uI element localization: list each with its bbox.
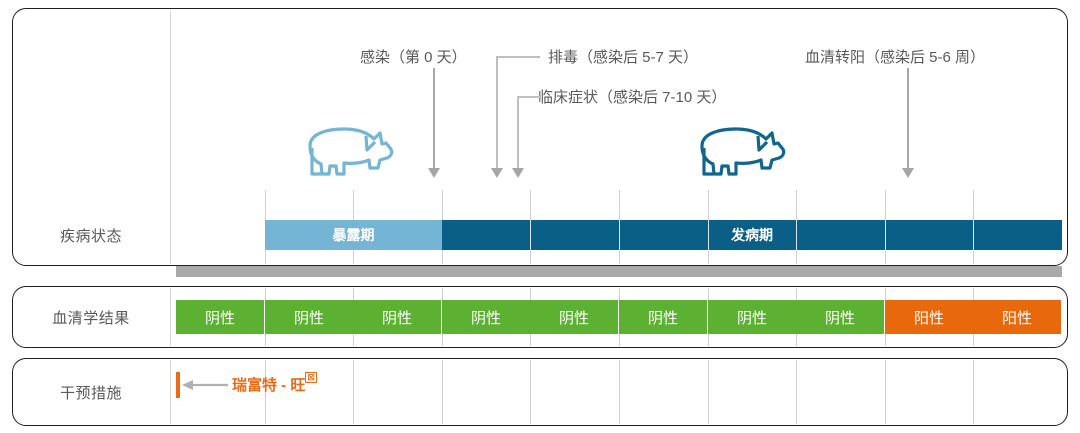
grid-line: [973, 360, 974, 424]
grid-line: [885, 360, 886, 424]
label-divider-intervention: [170, 360, 171, 424]
leader-elbow-clinical-v: [517, 96, 519, 168]
grid-line: [353, 360, 354, 424]
bar-separator: [708, 220, 709, 250]
label-divider-serology: [170, 288, 171, 346]
bar-separator: [619, 220, 620, 250]
intervention-product-label: 瑞富特 - 旺⊠: [232, 372, 317, 395]
bar-separator: [973, 220, 974, 250]
annotation-shedding: 排毒（感染后 5-7 天）: [548, 49, 699, 66]
serology-cell-negative: 阴性: [353, 300, 442, 334]
serology-cell-positive: 阳性: [885, 300, 974, 334]
intervention-arrow-icon: [182, 380, 228, 390]
arrow-head-infection: [428, 168, 440, 178]
grid-line: [708, 360, 709, 424]
grid-line: [796, 360, 797, 424]
annotation-seroconversion: 血清转阳（感染后 5-6 周）: [805, 49, 986, 66]
annotation-clinical-signs: 临床症状（感染后 7-10 天）: [538, 89, 727, 106]
pig-icon: [300, 124, 396, 191]
row-label-intervention: 干预措施: [59, 384, 122, 402]
leader-elbow-shedding-v: [496, 56, 498, 168]
exposure-period: 暴露期: [265, 220, 442, 250]
annotation-infection: 感染（第 0 天）: [360, 49, 467, 66]
serology-cell-positive: 阳性: [973, 300, 1062, 334]
bar-separator: [796, 220, 797, 250]
leader-elbow-shedding-h: [496, 56, 540, 58]
row-label-disease-state: 疾病状态: [59, 227, 122, 245]
serology-cell-negative: 阴性: [265, 300, 354, 334]
serology-cell-negative: 阴性: [442, 300, 531, 334]
serology-cell-negative: 阴性: [176, 300, 265, 334]
bar-separator: [530, 220, 531, 250]
serology-cell-negative: 阴性: [530, 300, 619, 334]
pig-icon: [692, 124, 788, 191]
intervention-product-name: 瑞富特 - 旺: [232, 377, 306, 394]
serology-cell-negative: 阴性: [796, 300, 885, 334]
row-label-serology: 血清学结果: [52, 309, 130, 327]
serology-cell-negative: 阴性: [619, 300, 708, 334]
leader-line-infection: [433, 68, 435, 168]
grid-line: [530, 360, 531, 424]
intervention-panel: [12, 358, 1068, 426]
trademark-icon: ⊠: [305, 372, 317, 383]
grid-line: [619, 360, 620, 424]
leader-elbow-clinical-h: [517, 96, 541, 98]
intervention-start-tick: [176, 372, 180, 398]
serology-cell-negative: 阴性: [708, 300, 797, 334]
label-divider-top: [170, 10, 171, 264]
arrow-head-seroconversion: [902, 168, 914, 178]
illness-period: 发病期: [442, 220, 1062, 250]
leader-line-seroconversion: [907, 68, 909, 168]
grid-line: [265, 360, 266, 424]
grid-line: [442, 360, 443, 424]
arrow-head-clinical: [512, 168, 524, 178]
arrow-head-shedding: [491, 168, 503, 178]
bar-separator: [885, 220, 886, 250]
timeline-grey-bar: [176, 266, 1062, 277]
